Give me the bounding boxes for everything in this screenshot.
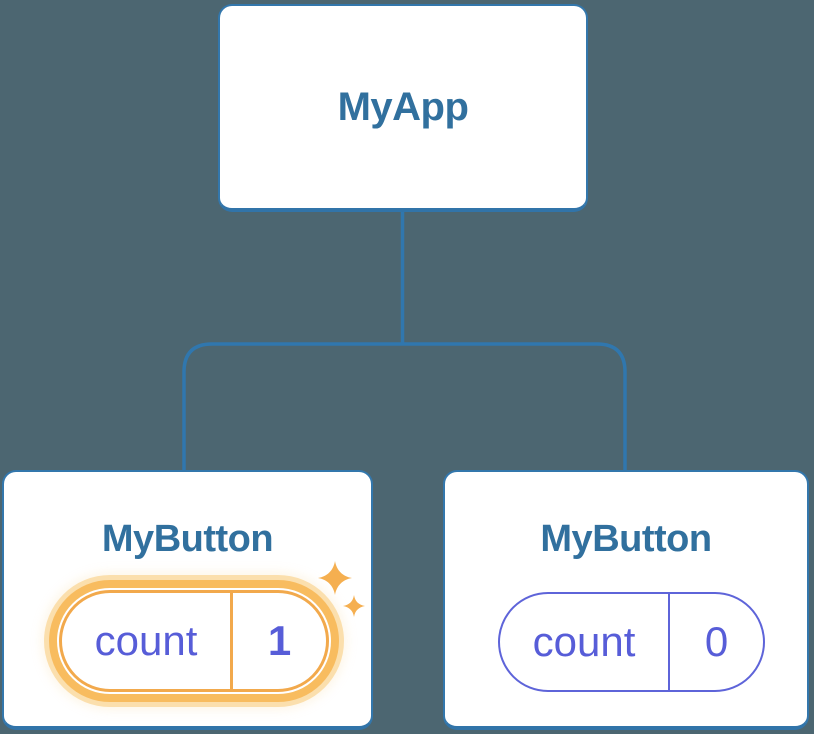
node-mybutton-idle-label: MyButton: [540, 518, 712, 560]
connector-branches: [182, 342, 627, 470]
node-myapp-label: MyApp: [337, 85, 469, 129]
state-pill-highlighted: count 1: [59, 590, 329, 692]
node-mybutton-updated-label: MyButton: [101, 518, 274, 560]
sparkle-small: [343, 595, 365, 617]
node-mybutton-updated: MyButton count 1: [2, 470, 373, 730]
state-value: 0: [704, 618, 729, 665]
state-value: 1: [267, 617, 292, 664]
state-name: count: [500, 594, 670, 690]
node-myapp: MyApp: [218, 4, 588, 212]
state-name: count: [62, 593, 233, 689]
state-pill-idle: count 0: [498, 592, 765, 692]
node-mybutton-idle: MyButton count 0: [443, 470, 809, 730]
sparkle-large: [318, 561, 352, 595]
